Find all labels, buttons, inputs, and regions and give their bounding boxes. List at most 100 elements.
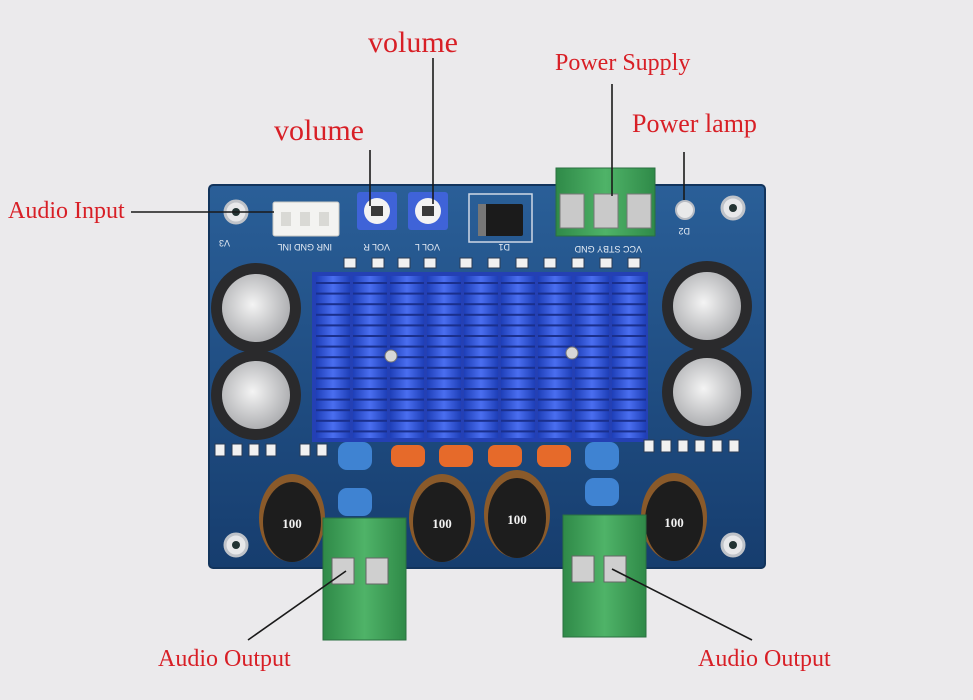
label-power-lamp: Power lamp: [632, 109, 757, 138]
label-audio-output-left: Audio Output: [158, 646, 291, 672]
heatsink-fin-groove: [353, 419, 387, 422]
heatsink-fin-groove: [612, 313, 646, 316]
heatsink-fin-groove: [427, 377, 461, 380]
heatsink-fin-groove: [612, 388, 646, 390]
heatsink-fin-groove: [464, 409, 498, 412]
heatsink-fin-groove: [464, 398, 498, 401]
heatsink-fin-groove: [390, 366, 424, 369]
heatsink-fin-groove: [575, 282, 609, 284]
heatsink-fin-groove: [427, 324, 461, 327]
heatsink-fin-groove: [538, 419, 572, 422]
heatsink-fin-groove: [316, 303, 350, 306]
heatsink-fin-groove: [427, 419, 461, 422]
heatsink-fin-groove: [575, 345, 609, 348]
heatsink-fin-groove: [464, 313, 498, 316]
inductor-value-4: 100: [664, 515, 684, 530]
leader-lines: [131, 58, 753, 641]
heatsink-fin-groove: [390, 324, 424, 327]
heatsink-fin-groove: [427, 313, 461, 316]
heatsink-fin-groove: [612, 282, 646, 284]
heatsink-fin-groove: [464, 419, 498, 422]
heatsink-fin-groove: [575, 335, 609, 337]
heatsink-fin-groove: [390, 388, 424, 390]
heatsink-fin-groove: [316, 282, 350, 284]
smd-components-top: [343, 257, 641, 269]
heatsink-fin-groove: [575, 419, 609, 422]
heatsink-fin-groove: [501, 409, 535, 412]
heatsink-fin-groove: [612, 335, 646, 337]
heatsink-fin-groove: [427, 345, 461, 348]
heatsink-fin-groove: [316, 398, 350, 401]
volume-pot-l: [408, 192, 448, 230]
heatsink-fin-groove: [464, 366, 498, 369]
heatsink-fin-groove: [538, 324, 572, 327]
silk-board-id: V3: [219, 238, 230, 248]
heatsink-fin-groove: [464, 345, 498, 348]
heatsink-fin-groove: [501, 345, 535, 348]
heatsink-fin-groove: [464, 388, 498, 390]
silk-lamp: D2: [678, 226, 690, 236]
heatsink-fin-groove: [316, 388, 350, 390]
label-volume-mid: volume: [274, 114, 364, 147]
heatsink-fin-groove: [353, 313, 387, 316]
power-lamp-led: [675, 200, 695, 220]
silk-vol-l: VOL L: [415, 242, 440, 252]
heatsink-fin-groove: [575, 388, 609, 390]
heatsink-fin-groove: [390, 430, 424, 433]
heatsink-fin-groove: [538, 292, 572, 295]
heatsink-fin-groove: [316, 430, 350, 433]
heatsink-fin-groove: [353, 388, 387, 390]
heatsink-fin-groove: [501, 292, 535, 295]
audio-input-connector: [272, 201, 340, 237]
heatsink-fin-groove: [427, 388, 461, 390]
audio-output-terminal-left: [322, 517, 407, 641]
smd-components-bottom: [214, 439, 740, 457]
heatsink-fin-groove: [501, 419, 535, 422]
heatsink-fin-groove: [575, 292, 609, 295]
diode-d1: [468, 193, 533, 243]
heatsink-fin-groove: [316, 377, 350, 380]
heatsink-fin-groove: [501, 282, 535, 284]
heatsink-fin-groove: [427, 430, 461, 433]
label-power-supply: Power Supply: [555, 50, 691, 76]
heatsink-fin-groove: [538, 366, 572, 369]
inductor-value-3: 100: [507, 512, 527, 527]
heatsink-fin-groove: [316, 324, 350, 327]
heatsink-fin-groove: [612, 292, 646, 295]
heatsink-fin-groove: [501, 356, 535, 359]
heatsink-fin-groove: [575, 398, 609, 401]
heatsink-fin-groove: [575, 303, 609, 306]
heatsink-fin-groove: [501, 430, 535, 433]
label-audio-input: Audio Input: [8, 198, 125, 224]
heatsink-fin-groove: [316, 419, 350, 422]
heatsink-fin-groove: [390, 303, 424, 306]
heatsink-fin-groove: [316, 366, 350, 369]
heatsink-fin-groove: [464, 335, 498, 337]
inductor-value-2: 100: [432, 516, 452, 531]
heatsink-fin-groove: [538, 335, 572, 337]
heatsink-fin-groove: [501, 303, 535, 306]
heatsink-fin-groove: [353, 324, 387, 327]
heatsink-fin-groove: [390, 419, 424, 422]
heatsink-fin-groove: [538, 377, 572, 380]
heatsink-fin-groove: [538, 345, 572, 348]
audio-output-terminal-right: [562, 514, 647, 638]
heatsink-fin-groove: [316, 292, 350, 295]
heatsink-fin-groove: [464, 430, 498, 433]
heatsink-fin-groove: [390, 292, 424, 295]
heatsink-fin-groove: [538, 356, 572, 359]
heatsink-fin-groove: [501, 388, 535, 390]
heatsink-fin-groove: [612, 366, 646, 369]
heatsink-fin-groove: [538, 282, 572, 284]
heatsink-fin-groove: [501, 398, 535, 401]
heatsink-fin-groove: [575, 377, 609, 380]
heatsink-fin-groove: [575, 366, 609, 369]
heatsink-fin-groove: [538, 398, 572, 401]
heatsink-fin-groove: [464, 324, 498, 327]
heatsink-fin-groove: [501, 324, 535, 327]
leader-audio-output-left: [247, 570, 347, 641]
heatsink-fin-groove: [427, 303, 461, 306]
heatsink-fin-groove: [427, 282, 461, 284]
silk-diode: D1: [498, 242, 510, 252]
